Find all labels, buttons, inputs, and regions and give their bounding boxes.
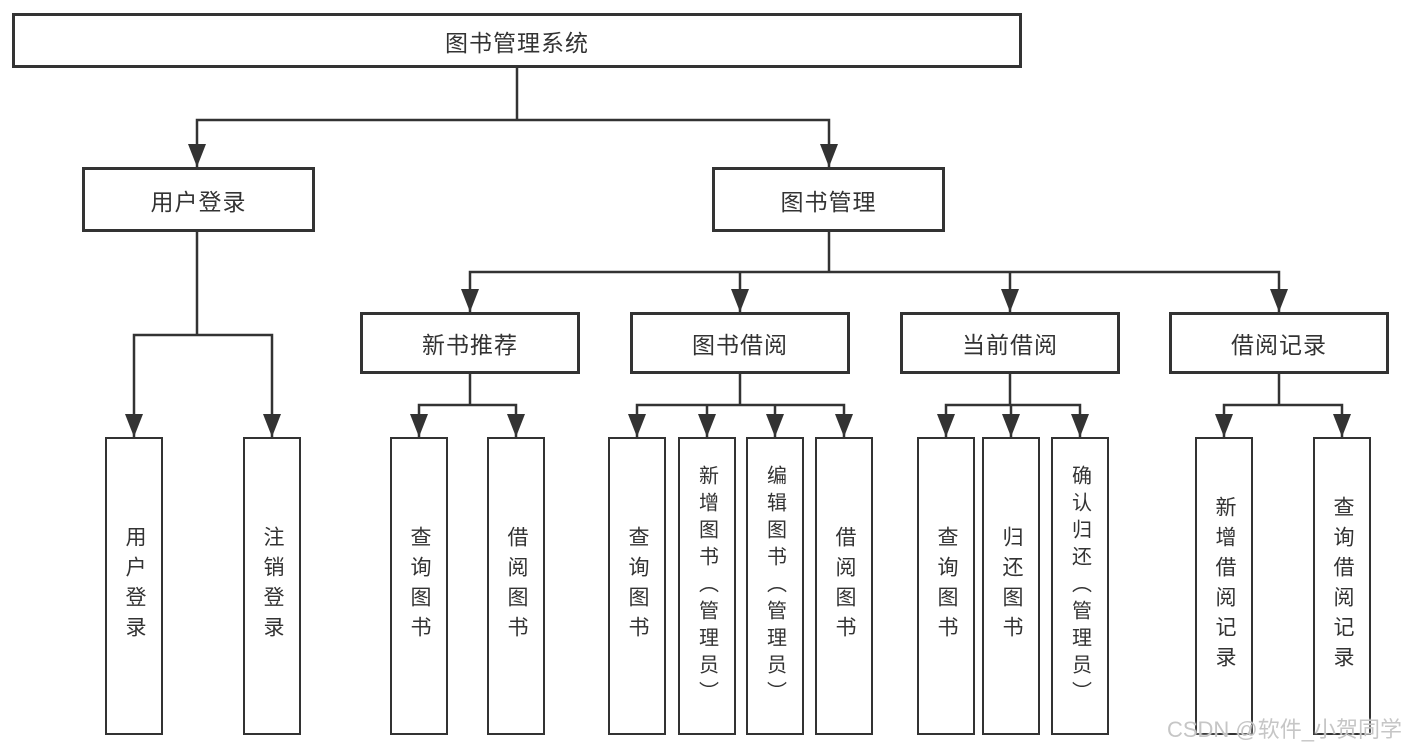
leaf-return-books: 归还图书 — [982, 437, 1040, 735]
node-user-login-group: 用户登录 — [82, 167, 315, 232]
node-borrowing-records: 借阅记录 — [1169, 312, 1389, 374]
leaf-query-books-borrowing: 查询图书 — [608, 437, 666, 735]
leaf-confirm-return-admin: 确认归还（管理员） — [1051, 437, 1109, 735]
leaf-edit-books-admin: 编辑图书（管理员） — [746, 437, 804, 735]
node-book-management: 图书管理 — [712, 167, 945, 232]
leaf-logout: 注销登录 — [243, 437, 301, 735]
leaf-user-login: 用户登录 — [105, 437, 163, 735]
watermark-text: CSDN @软件_小贺同学 — [1166, 717, 1402, 742]
node-book-borrowing: 图书借阅 — [630, 312, 850, 374]
leaf-borrow-books-recommend: 借阅图书 — [487, 437, 545, 735]
node-new-book-recommendation: 新书推荐 — [360, 312, 580, 374]
leaf-query-books-recommend: 查询图书 — [390, 437, 448, 735]
leaf-query-borrow-record: 查询借阅记录 — [1313, 437, 1371, 735]
leaf-query-books-current: 查询图书 — [917, 437, 975, 735]
node-library-management-system: 图书管理系统 — [12, 13, 1022, 68]
leaf-add-books-admin: 新增图书（管理员） — [678, 437, 736, 735]
leaf-borrow-books-borrowing: 借阅图书 — [815, 437, 873, 735]
leaf-add-borrow-record: 新增借阅记录 — [1195, 437, 1253, 735]
node-current-borrowing: 当前借阅 — [900, 312, 1120, 374]
